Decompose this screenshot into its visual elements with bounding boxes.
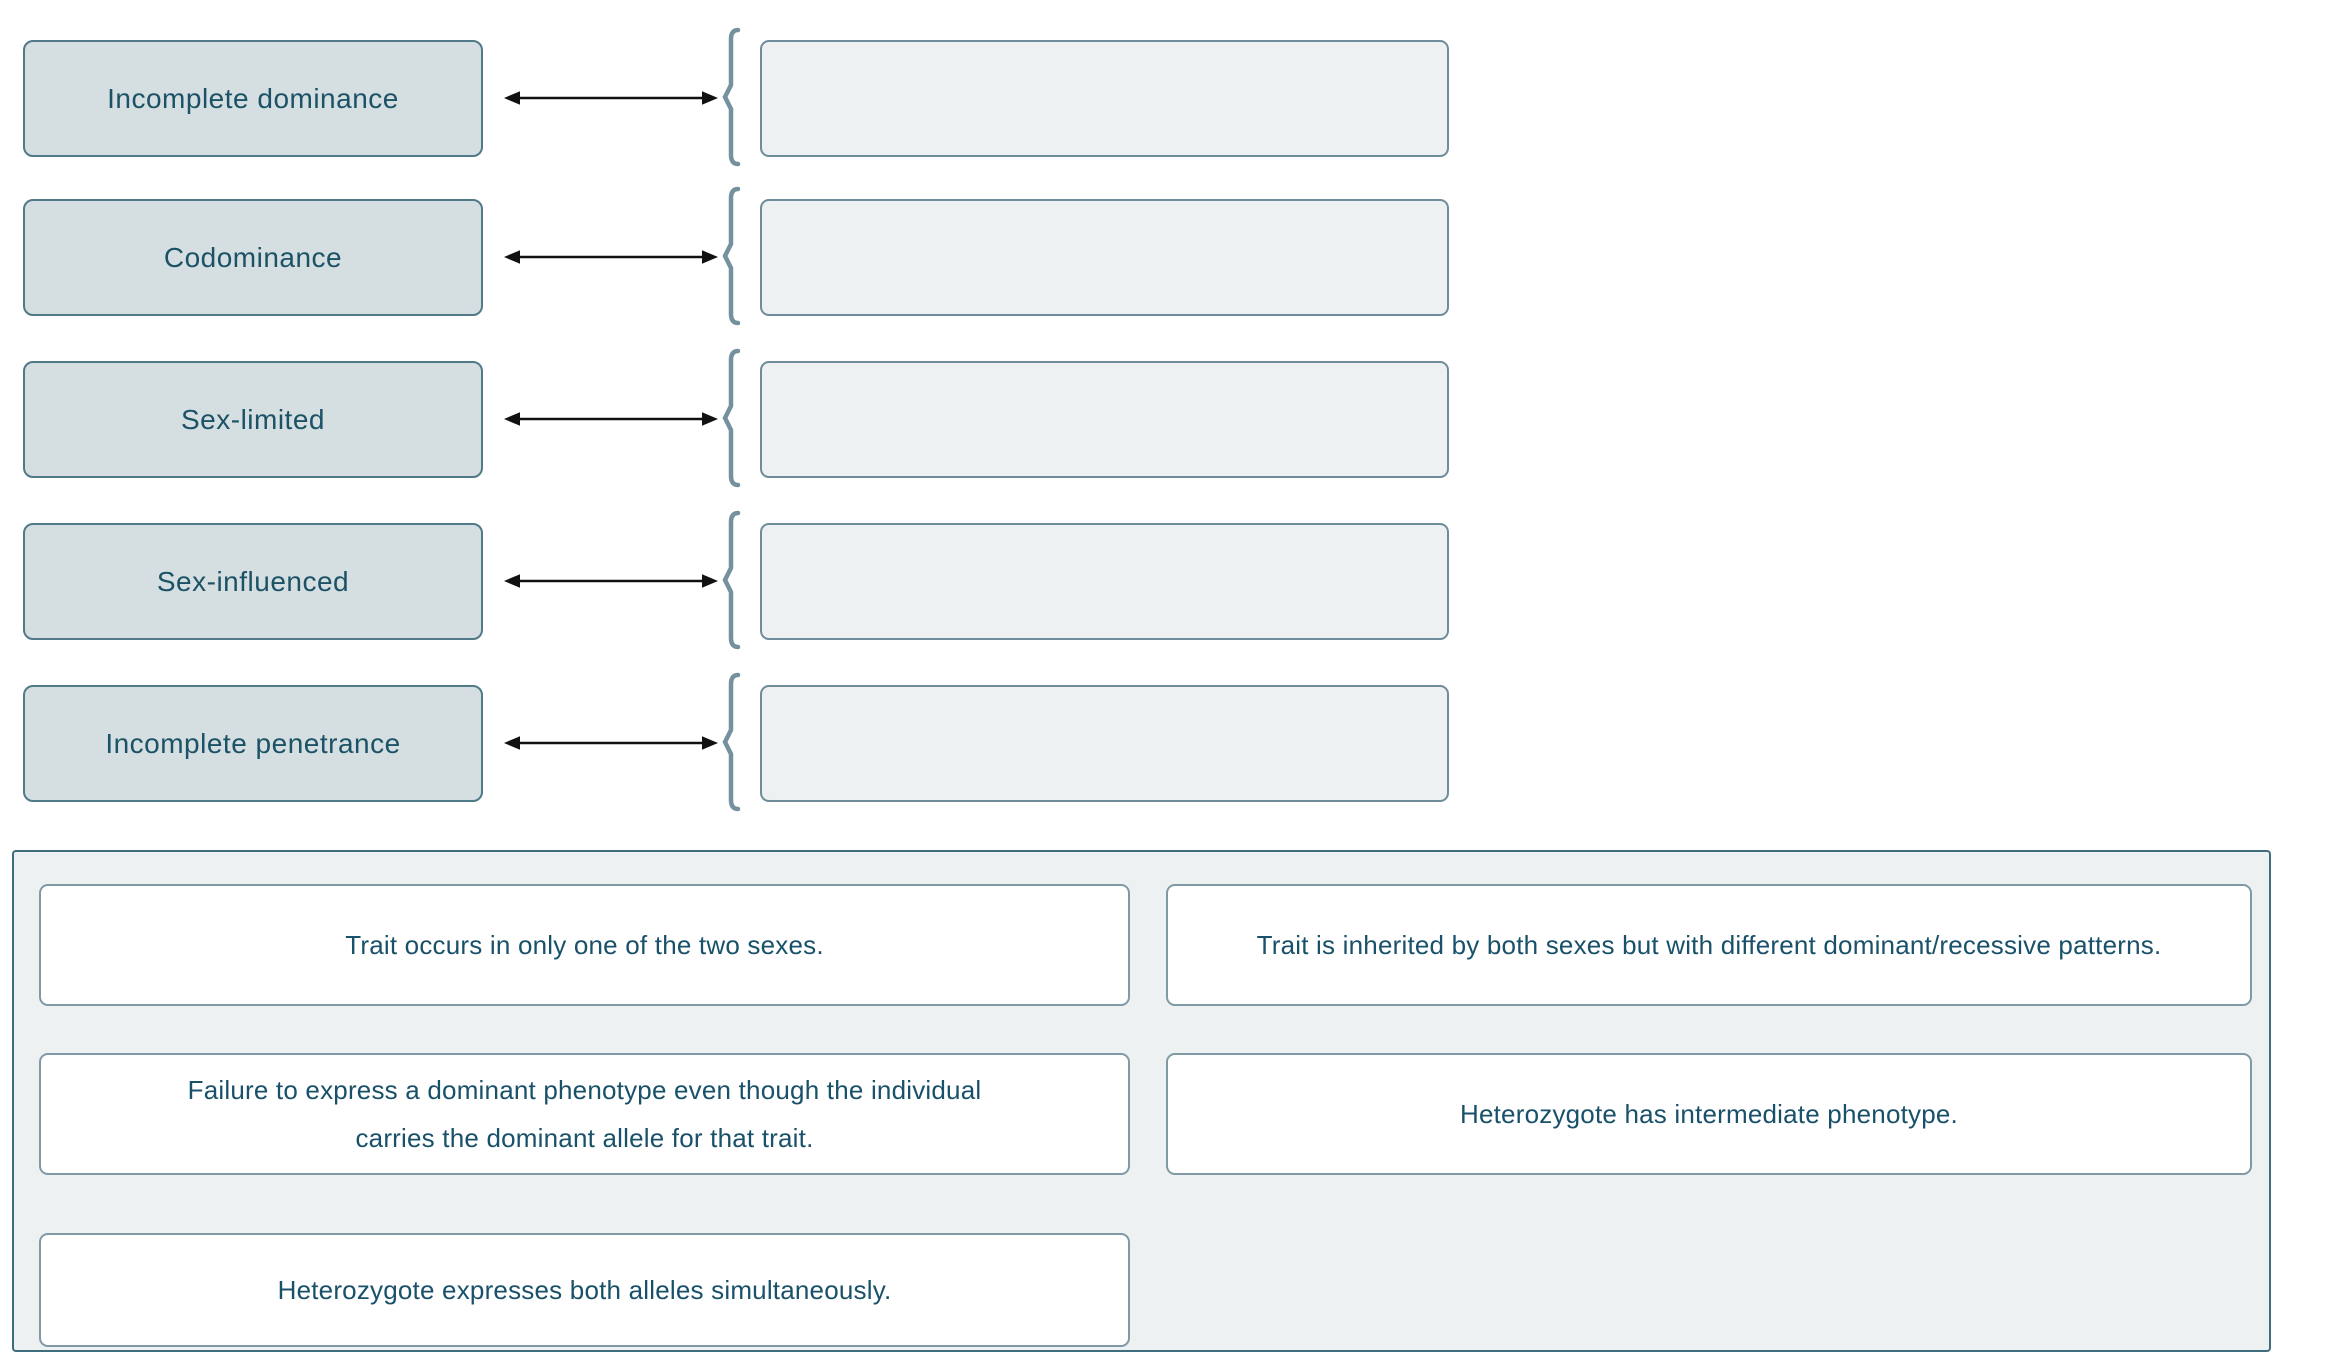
match-row: Incomplete penetrance — [0, 672, 1500, 812]
term-label: Incomplete penetrance — [105, 727, 401, 759]
left-brace-icon — [722, 186, 741, 326]
answer-choice[interactable]: Heterozygote expresses both alleles simu… — [39, 1233, 1130, 1347]
answer-choice[interactable]: Trait is inherited by both sexes but wit… — [1166, 884, 2252, 1006]
left-brace-icon — [722, 348, 741, 488]
answer-choice-label: Failure to express a dominant phenotype … — [187, 1074, 982, 1153]
double-arrow-icon — [504, 574, 718, 588]
answer-choice-label: Heterozygote expresses both alleles simu… — [277, 1274, 892, 1305]
match-row: Incomplete dominance — [0, 27, 1500, 167]
drop-zone-incomplete-penetrance[interactable] — [760, 685, 1449, 802]
answer-choice[interactable]: Failure to express a dominant phenotype … — [39, 1053, 1130, 1175]
answer-choice[interactable]: Heterozygote has intermediate phenotype. — [1166, 1053, 2252, 1175]
left-brace-icon — [722, 27, 741, 167]
term-box-sex-limited: Sex-limited — [23, 361, 483, 478]
answer-bank: Trait occurs in only one of the two sexe… — [12, 850, 2271, 1352]
double-arrow-icon — [504, 250, 718, 264]
match-row: Sex-limited — [0, 348, 1500, 488]
drop-zone-incomplete-dominance[interactable] — [760, 40, 1449, 157]
term-box-sex-influenced: Sex-influenced — [23, 523, 483, 640]
left-brace-icon — [722, 672, 741, 812]
answer-choice-label: Heterozygote has intermediate phenotype. — [1460, 1098, 1958, 1129]
drop-zone-sex-limited[interactable] — [760, 361, 1449, 478]
left-brace-icon — [722, 510, 741, 650]
answer-choice-label: Trait is inherited by both sexes but wit… — [1256, 929, 2162, 960]
term-label: Codominance — [163, 241, 343, 273]
term-box-incomplete-penetrance: Incomplete penetrance — [23, 685, 483, 802]
double-arrow-icon — [504, 91, 718, 105]
term-box-incomplete-dominance: Incomplete dominance — [23, 40, 483, 157]
term-label: Incomplete dominance — [107, 82, 399, 114]
match-row: Sex-influenced — [0, 510, 1500, 650]
answer-choice[interactable]: Trait occurs in only one of the two sexe… — [39, 884, 1130, 1006]
term-label: Sex-influenced — [156, 565, 350, 597]
term-box-codominance: Codominance — [23, 199, 483, 316]
drop-zone-codominance[interactable] — [760, 199, 1449, 316]
answer-choice-label: Trait occurs in only one of the two sexe… — [345, 929, 824, 960]
match-row: Codominance — [0, 186, 1500, 326]
drop-zone-sex-influenced[interactable] — [760, 523, 1449, 640]
term-label: Sex-limited — [181, 403, 325, 435]
double-arrow-icon — [504, 412, 718, 426]
double-arrow-icon — [504, 736, 718, 750]
